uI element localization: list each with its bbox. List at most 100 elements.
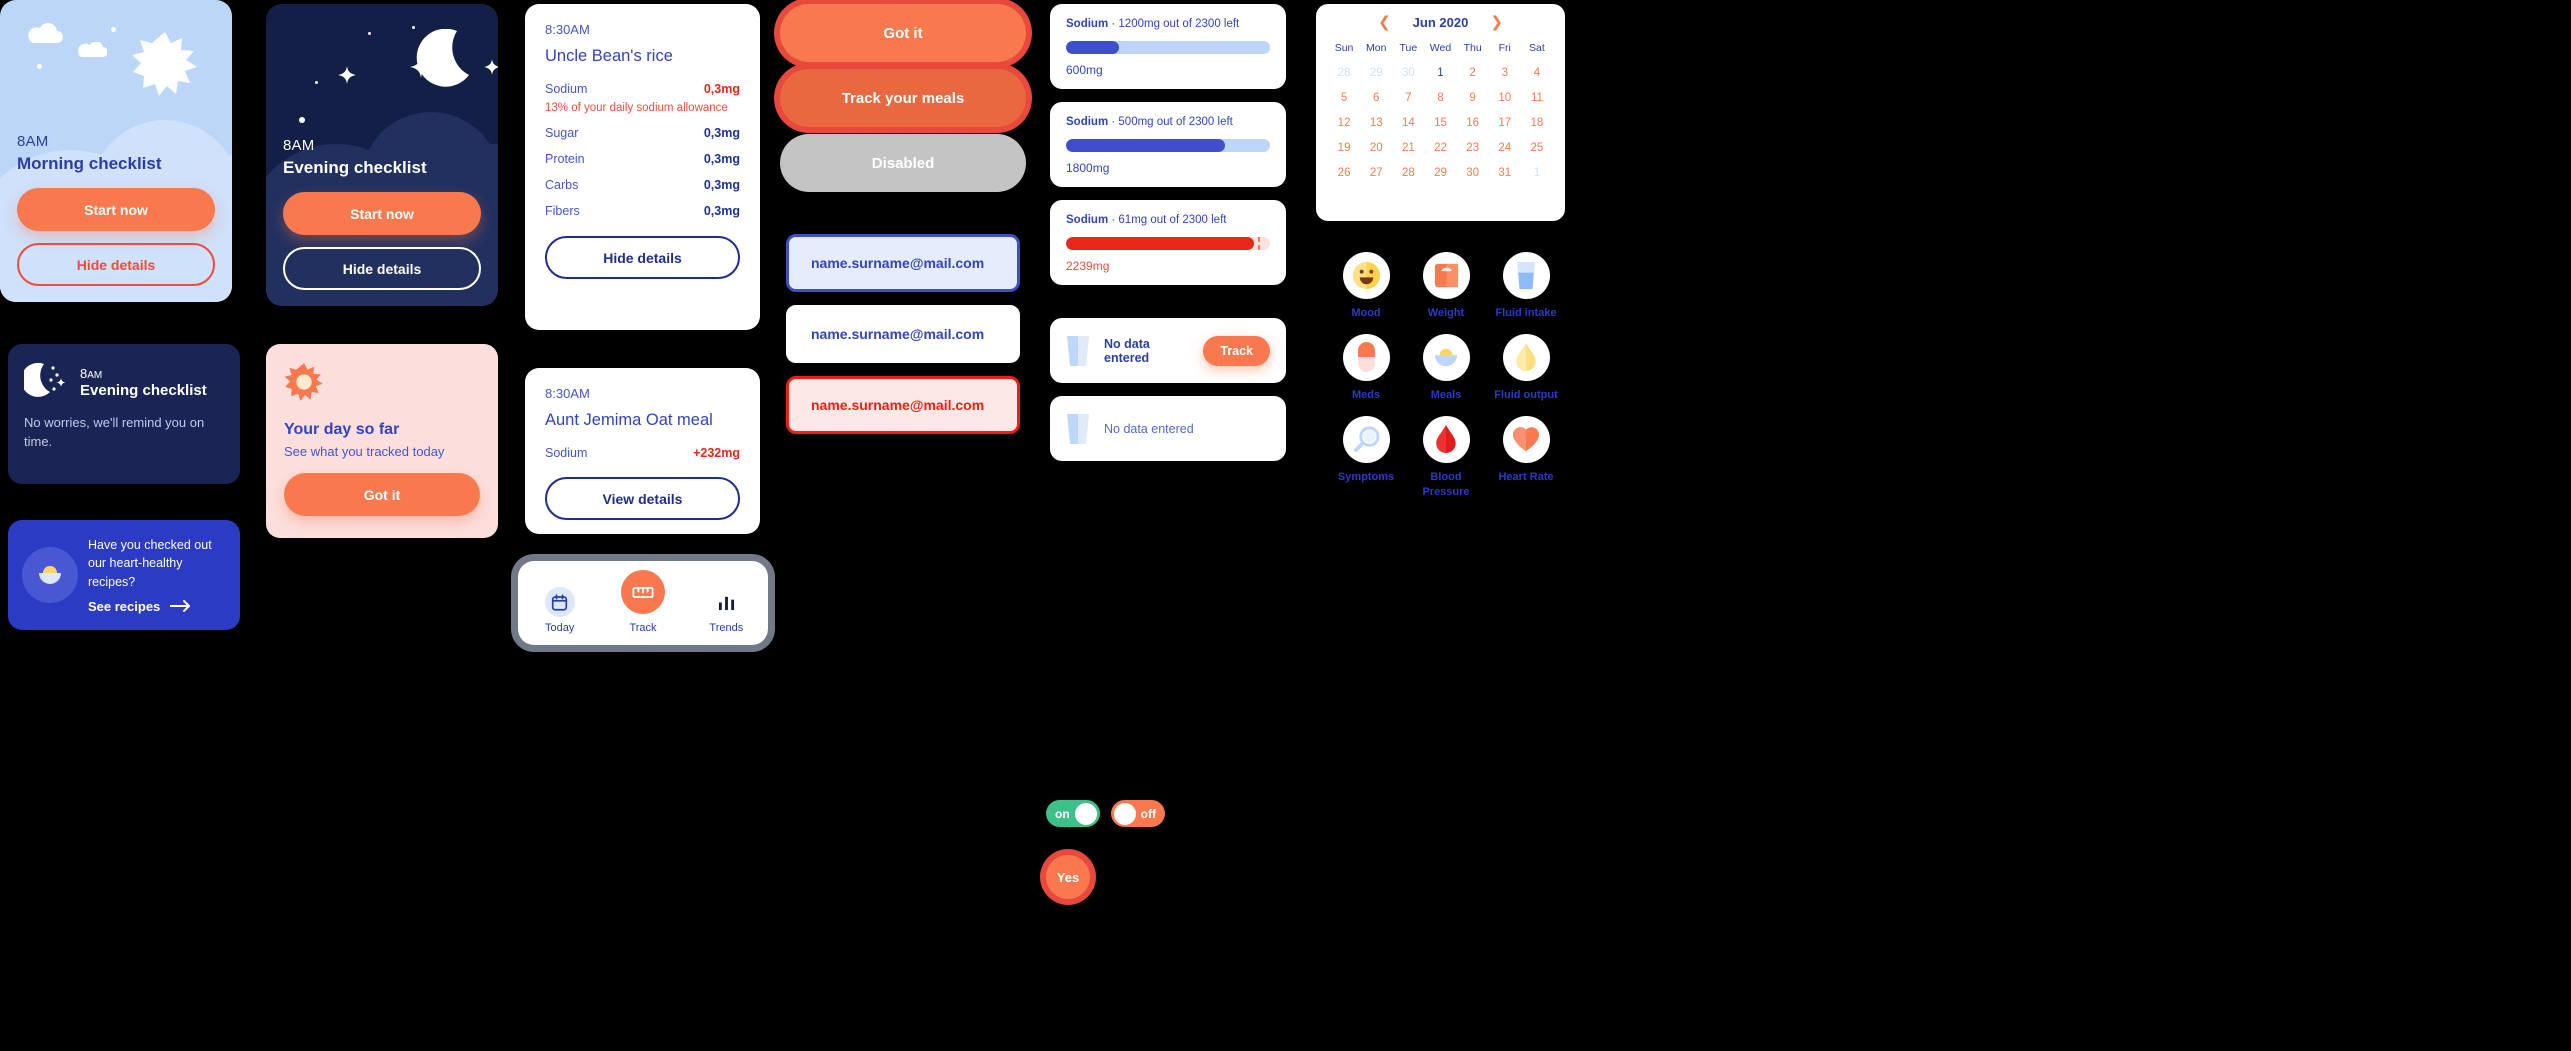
morning-checklist-card: 8AM Morning checklist Start now Hide det… [0,0,232,302]
calendar-day[interactable]: 10 [1498,92,1512,104]
email-input-focused[interactable]: name.surname@mail.com [786,234,1020,292]
day-so-far-got-it-button[interactable]: Got it [284,473,480,516]
calendar-day[interactable]: 20 [1369,142,1383,154]
morning-start-now-button[interactable]: Start now [17,188,215,231]
weekday-header: Sun [1334,42,1354,54]
moon-stars-icon [24,362,66,397]
calendar-day[interactable]: 16 [1466,117,1480,129]
ruler-icon[interactable] [620,570,665,614]
category-label: Weight [1427,307,1465,319]
calendar-day[interactable]: 24 [1498,142,1512,154]
category-heart-rate[interactable]: Heart Rate [1486,415,1566,500]
toggle-group: on off [1046,800,1165,827]
calendar-day[interactable]: 3 [1501,67,1508,79]
calendar-day[interactable]: 14 [1401,117,1415,129]
toggle-off[interactable]: off [1111,800,1165,827]
nav-label-today: Today [544,622,575,634]
category-symptoms[interactable]: Symptoms [1326,415,1406,500]
category-fluid-intake[interactable]: Fluid intake [1486,252,1566,321]
evening-start-now-button[interactable]: Start now [283,192,481,235]
calendar-day[interactable]: 27 [1369,167,1383,179]
bowl-icon [1422,333,1470,381]
meal-view-details-button[interactable]: View details [545,477,740,520]
glass-icon [1067,335,1089,366]
category-weight[interactable]: Weight [1406,252,1486,321]
button-states-group: Got it Track your meals Disabled [780,4,1026,199]
see-recipes-link[interactable]: See recipes [88,599,226,614]
calendar-day[interactable]: 13 [1369,117,1383,129]
meal-hide-details-button[interactable]: Hide details [545,236,740,279]
calendar-day[interactable]: 12 [1337,117,1351,129]
calendar-day[interactable]: 19 [1337,142,1351,154]
calendar-day[interactable]: 7 [1405,92,1412,104]
chevron-left-icon[interactable]: ❮ [1378,14,1391,31]
email-input-default[interactable]: name.surname@mail.com [786,305,1020,363]
email-input-error[interactable]: name.surname@mail.com [786,376,1020,434]
nutrient-label: Sodium [545,446,588,460]
category-blood-pressure[interactable]: Blood Pressure [1406,415,1486,500]
meal-time: 8:30AM [545,22,590,37]
separator: · [1108,116,1119,128]
evening-card-body: 8AM Evening checklist Start now Hide det… [266,137,498,306]
calendar-day-selected[interactable]: 11 [1521,87,1553,109]
calendar-day[interactable]: 6 [1373,92,1380,104]
yes-round-button[interactable]: Yes [1046,855,1090,899]
evening-card-time: 8AM [283,137,315,154]
calendar-day[interactable]: 15 [1434,117,1447,129]
star-dot [315,81,318,84]
morning-hide-details-button[interactable]: Hide details [17,243,215,286]
got-it-button[interactable]: Got it [780,4,1026,62]
calendar-day[interactable]: 23 [1466,142,1480,154]
evening-hide-details-button[interactable]: Hide details [283,247,481,290]
calendar-day[interactable]: 18 [1530,117,1544,129]
sodium-card-header: Sodium · 500mg out of 2300 left [1066,116,1270,128]
nav-label-trends: Trends [709,622,744,634]
calendar-day[interactable]: 21 [1401,142,1415,154]
glass-water-icon [1502,252,1550,299]
category-mood[interactable]: Mood [1326,252,1406,321]
nutrient-row: Fibers 0,3mg [545,204,740,218]
category-fluid-output[interactable]: Fluid output [1486,333,1566,403]
calendar-day[interactable]: 30 [1466,167,1480,179]
calendar-day[interactable]: 22 [1434,142,1447,154]
sodium-progress-bar [1066,41,1270,54]
morning-card-time: 8AM [17,133,49,150]
recipes-promo-card[interactable]: Have you checked out our heart-healthy r… [8,520,240,630]
weekday-header: Wed [1429,42,1452,54]
category-label: Mood [1351,307,1381,319]
nutrient-label: Fibers [545,204,580,218]
calendar-day[interactable]: 1 [1437,67,1444,79]
chevron-right-icon[interactable]: ❯ [1490,14,1503,31]
calendar-day[interactable]: 26 [1337,167,1351,179]
calendar-day[interactable]: 31 [1498,167,1512,179]
category-label: Meals [1430,388,1462,401]
calendar-day[interactable]: 17 [1498,117,1512,129]
sodium-progress-card: Sodium · 1200mg out of 2300 left 600mg [1050,4,1286,89]
calendar-day[interactable]: 9 [1469,92,1476,104]
nav-item-today[interactable]: Today [525,587,595,634]
meal-title: Uncle Bean's rice [545,47,673,65]
nutrient-row: Sugar 0,3mg [545,126,740,140]
calendar-day[interactable]: 29 [1434,167,1447,179]
calendar-day[interactable]: 2 [1469,67,1476,79]
star-dot [368,32,371,35]
track-button[interactable]: Track [1203,335,1270,366]
sodium-progress-fill [1066,139,1226,152]
empty-state-text: No data entered [1104,421,1194,436]
calendar-day[interactable]: 25 [1530,142,1544,154]
category-label: Fluid output [1494,388,1558,401]
category-meds[interactable]: Meds [1326,333,1406,403]
toggle-off-label: off [1140,806,1156,821]
calendar-day[interactable]: 8 [1437,92,1444,104]
category-meals[interactable]: Meals [1406,333,1486,403]
nav-item-track[interactable]: Track [608,570,678,634]
empty-state-text: No data entered [1104,336,1150,365]
calendar-day[interactable]: 28 [1401,167,1415,179]
scale-icon [1422,252,1470,299]
track-your-meals-button[interactable]: Track your meals [780,69,1026,127]
small-cloud-icon [78,42,107,57]
calendar-day[interactable]: 4 [1533,67,1541,79]
toggle-on[interactable]: on [1046,800,1100,827]
nav-item-trends[interactable]: Trends [691,587,761,634]
calendar-day[interactable]: 5 [1340,92,1348,104]
